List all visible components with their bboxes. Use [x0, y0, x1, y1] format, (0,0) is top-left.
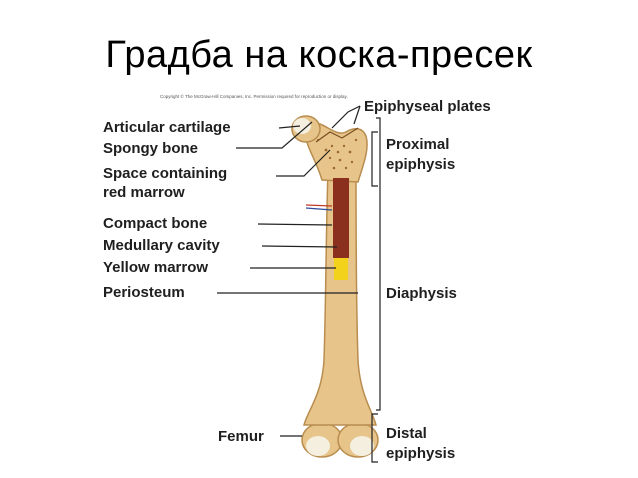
label-space-containing-line2: red marrow: [103, 184, 185, 201]
label-femur: Femur: [218, 428, 264, 445]
right-brackets: [331, 105, 381, 463]
label-compact-bone: Compact bone: [103, 215, 207, 232]
label-spongy-bone: Spongy bone: [103, 140, 198, 157]
label-epiphyseal-plates: Epiphyseal plates: [364, 98, 491, 115]
distal-cartilage-left: [306, 436, 330, 456]
label-proximal: Proximal: [386, 136, 449, 153]
label-proximal-epiphysis: epiphysis: [386, 156, 455, 173]
medullary-cavity-red: [333, 178, 349, 258]
label-distal: Distal: [386, 425, 427, 442]
left-leader-lines: [217, 121, 358, 437]
label-distal-epiphysis: epiphysis: [386, 445, 455, 462]
label-yellow-marrow: Yellow marrow: [103, 259, 208, 276]
distal-cartilage-right: [350, 436, 374, 456]
label-medullary-cavity: Medullary cavity: [103, 237, 220, 254]
head-cartilage: [293, 118, 311, 134]
femur-illustration: [291, 115, 379, 458]
medullary-cavity-yellow: [334, 258, 348, 280]
slide-title: Градба на коска-пресек: [105, 34, 533, 76]
label-space-containing-line1: Space containing: [103, 165, 227, 182]
epiphyseal-plate-line: [315, 127, 359, 143]
spongy-bone-texture: [316, 138, 358, 170]
label-periosteum: Periosteum: [103, 284, 185, 301]
bone-shaft: [303, 169, 377, 426]
blood-vessel-blue: [305, 207, 333, 211]
copyright-note: Copyright © The McGraw-Hill Companies, I…: [160, 93, 348, 99]
label-diaphysis: Diaphysis: [386, 285, 457, 302]
blood-vessel-red: [305, 204, 333, 207]
label-articular-cartilage: Articular cartilage: [103, 119, 231, 136]
